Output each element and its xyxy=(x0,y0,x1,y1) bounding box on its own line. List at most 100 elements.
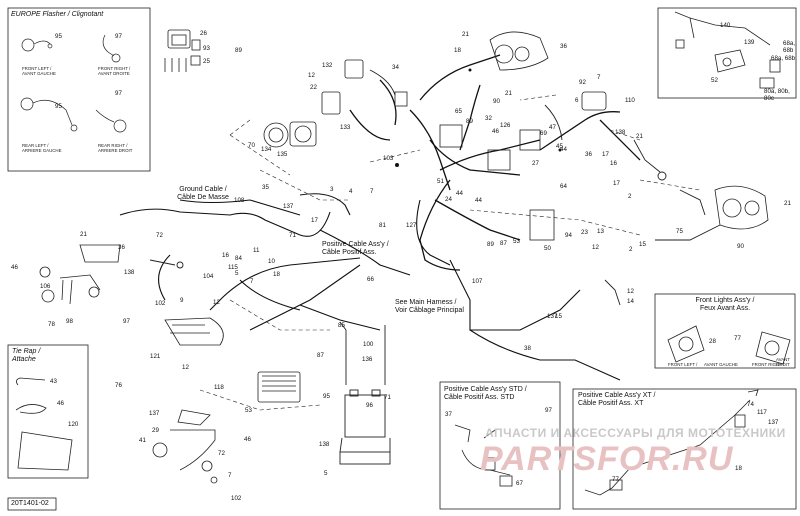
reference-number: 41 xyxy=(139,437,146,444)
reference-number: 5 xyxy=(324,470,328,477)
reference-number: 37 xyxy=(445,411,452,418)
reference-number: 94 xyxy=(565,232,572,239)
reference-number: 71 xyxy=(384,394,391,401)
positive-xt-title-1: Positive Cable Ass'y XT / xyxy=(578,392,656,399)
reference-number: 10 xyxy=(268,258,275,265)
reference-number: 107 xyxy=(472,278,483,285)
positive-cable-label-2: Câble Positif Ass. xyxy=(322,249,377,256)
reference-number: 35 xyxy=(262,184,269,191)
reference-number: 121 xyxy=(150,353,161,360)
reference-number: 24 xyxy=(445,196,452,203)
reference-number: 18 xyxy=(454,47,461,54)
reference-number: 138 xyxy=(124,269,135,276)
reference-number: 81 xyxy=(379,222,386,229)
front-lights-left-label-1: FRONT LEFT / xyxy=(668,362,698,367)
reference-number: 95 xyxy=(55,103,62,110)
reference-number: 17 xyxy=(311,217,318,224)
reference-number: 120 xyxy=(68,421,79,428)
reference-number: 103 xyxy=(383,155,394,162)
reference-number: 34 xyxy=(392,64,399,71)
reference-number: 135 xyxy=(277,151,288,158)
reference-number: 95 xyxy=(323,393,330,400)
flasher-rear-right-label-1: REAR RIGHT / xyxy=(98,143,128,148)
reference-number: 68a, 68b xyxy=(783,40,796,54)
reference-number: 21 xyxy=(784,200,791,207)
reference-number: 12 xyxy=(592,244,599,251)
reference-number: 89 xyxy=(235,47,242,54)
reference-number: 93 xyxy=(203,45,210,52)
reference-number: 87 xyxy=(317,352,324,359)
reference-number: 77 xyxy=(612,476,619,483)
reference-number: 110 xyxy=(625,97,635,104)
reference-number: 4 xyxy=(349,188,353,195)
flasher-rear-left-label-2: ARRIERE GAUCHE xyxy=(22,148,62,153)
reference-number: 65 xyxy=(455,108,462,115)
reference-number: 12 xyxy=(308,72,315,79)
reference-number: 66 xyxy=(367,276,374,283)
reference-number: 80a, 80b, 80c xyxy=(764,88,790,102)
tie-rap-box xyxy=(7,344,89,479)
reference-number: 7 xyxy=(250,278,254,285)
positive-xt-title-2: Câble Positif Ass. XT xyxy=(578,400,644,407)
reference-number: 36 xyxy=(560,43,567,50)
reference-number: 89 xyxy=(466,118,473,125)
reference-number: 26 xyxy=(200,30,207,37)
reference-number: 137 xyxy=(768,419,779,426)
reference-number: 108 xyxy=(234,197,245,204)
reference-number: 72 xyxy=(218,450,225,457)
main-harness-label-2: Voir Câblage Principal xyxy=(395,307,464,314)
reference-number: 70 xyxy=(248,142,255,149)
reference-number: 98 xyxy=(66,318,73,325)
flasher-front-right-label-1: FRONT RIGHT / xyxy=(98,66,131,71)
reference-number: 12 xyxy=(213,299,220,306)
reference-number: 21 xyxy=(462,31,469,38)
reference-number: 46 xyxy=(11,264,18,271)
reference-number: 71 xyxy=(289,232,296,239)
reference-number: 104 xyxy=(203,273,214,280)
flasher-front-left-label-2: AVANT GAUCHE xyxy=(22,71,56,76)
reference-number: 96 xyxy=(366,402,373,409)
reference-number: 90 xyxy=(737,243,744,250)
reference-number: 32 xyxy=(485,115,492,122)
reference-number: 2 xyxy=(628,193,632,200)
flasher-front-right-label-2: AVANT DROITE xyxy=(98,71,130,76)
reference-number: 87 xyxy=(500,240,507,247)
reference-number: 134 xyxy=(261,146,272,153)
reference-number: 6 xyxy=(575,97,579,104)
reference-number: 15 xyxy=(639,241,646,248)
reference-number: 51 xyxy=(437,178,444,185)
reference-number: 138 xyxy=(615,129,626,136)
reference-number: 28 xyxy=(709,338,716,345)
reference-number: 15 xyxy=(555,313,562,320)
main-harness-label-1: See Main Harness / xyxy=(395,299,457,306)
reference-number: 7 xyxy=(370,188,374,195)
reference-number: 25 xyxy=(203,58,210,65)
reference-number: 44 xyxy=(456,190,463,197)
diagram-code-box xyxy=(7,497,57,511)
reference-number: 92 xyxy=(579,79,586,86)
reference-number: 9 xyxy=(180,297,184,304)
positive-std-title-1: Positive Cable Ass'y STD / xyxy=(444,386,527,393)
reference-number: 90 xyxy=(493,98,500,105)
reference-number: 21 xyxy=(80,231,87,238)
reference-number: 76 xyxy=(115,382,122,389)
reference-number: 18 xyxy=(735,465,742,472)
reference-number: 77 xyxy=(734,335,741,342)
reference-number: 38 xyxy=(524,345,531,352)
reference-number: 85 xyxy=(338,322,345,329)
positive-xt-box xyxy=(572,388,797,510)
reference-number: 97 xyxy=(123,318,130,325)
front-lights-title-2: Feux Avant Ass. xyxy=(699,305,751,312)
reference-number: 126 xyxy=(500,122,511,129)
watermark-logo: PARTSFOR.RU xyxy=(480,440,734,478)
reference-number: 21 xyxy=(505,90,512,97)
reference-number: 97 xyxy=(545,407,552,414)
europe-flasher-box xyxy=(7,7,151,172)
reference-number: 12 xyxy=(627,288,634,295)
front-lights-title-1: Front Lights Ass'y / xyxy=(695,297,755,304)
flasher-rear-right-label-2: ARRIERE DROIT xyxy=(98,148,133,153)
reference-number: 36 xyxy=(585,151,592,158)
reference-number: 67 xyxy=(516,480,523,487)
reference-number: 45 xyxy=(556,143,563,150)
